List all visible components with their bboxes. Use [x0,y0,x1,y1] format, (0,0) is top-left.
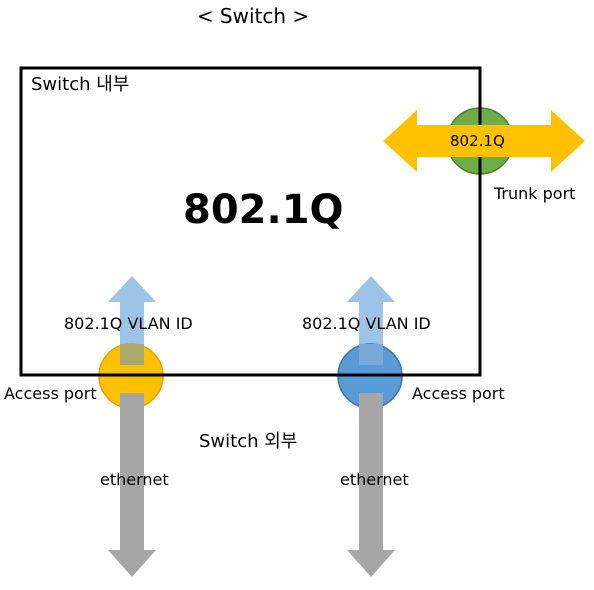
trunk-protocol-label: 802.1Q [450,132,505,150]
access-port-label-left: Access port [4,384,97,403]
ethernet-label-left: ethernet [100,470,169,489]
vlan-label-left: 802.1Q VLAN ID [64,314,193,333]
vlan-arrow-left-overlap [120,344,144,365]
ethernet-arrow-right [347,393,395,577]
access-port-label-right: Access port [412,384,505,403]
protocol-label: 802.1Q [183,187,344,233]
diagram-title: < Switch > [196,4,310,28]
trunk-double-arrow [383,110,585,172]
switch-inside-label: Switch 내부 [31,74,130,95]
vlan-arrow-right [347,276,395,365]
vlan-label-right: 802.1Q VLAN ID [302,314,431,333]
ethernet-label-right: ethernet [340,470,409,489]
ethernet-arrow-left [108,393,156,577]
switch-outside-label: Switch 외부 [199,431,298,452]
vlan-arrow-left [108,276,156,365]
trunk-port-label: Trunk port [494,184,576,203]
vlan-arrow-right-overlap [359,344,383,365]
